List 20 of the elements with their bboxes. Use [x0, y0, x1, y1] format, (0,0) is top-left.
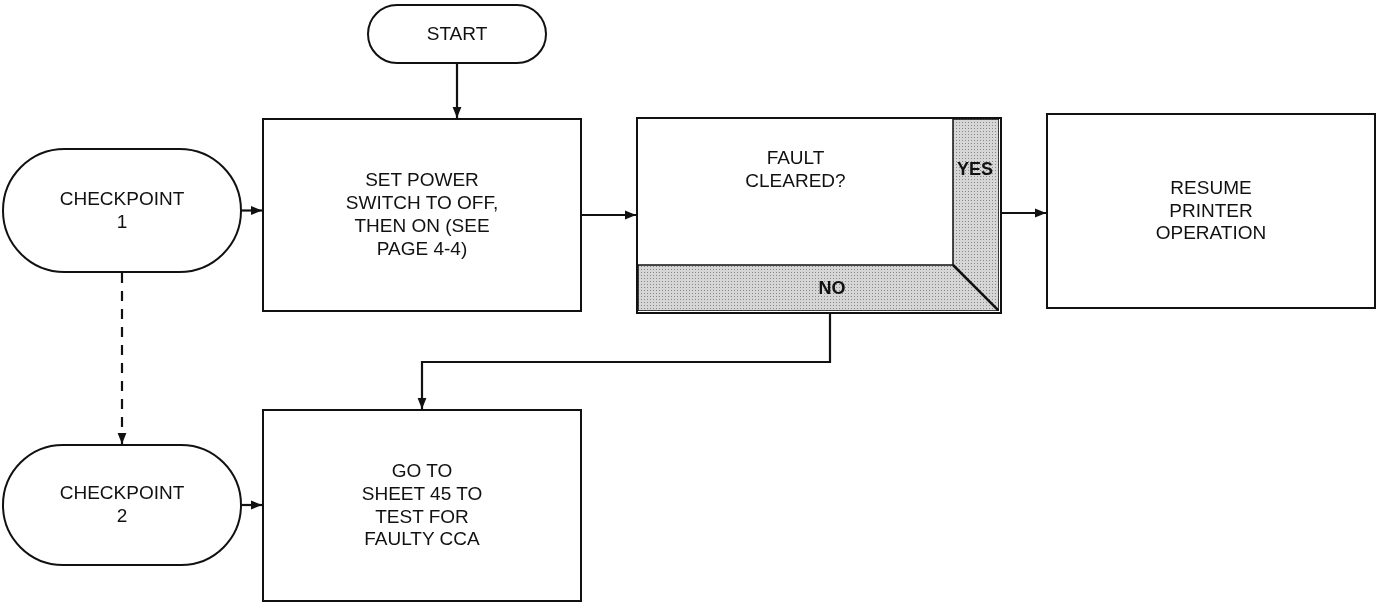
arrow: [242, 206, 262, 215]
branch-label: YES: [957, 159, 994, 180]
arrow: [1002, 208, 1046, 218]
process-box: [1046, 113, 1376, 309]
terminal-pill: [367, 4, 547, 64]
branch-label: NO: [818, 278, 846, 299]
node-text: RESUME PRINTER OPERATION: [1154, 176, 1268, 246]
arrow: [417, 314, 832, 409]
process-box: [262, 118, 582, 312]
arrow: [582, 210, 636, 220]
node-text: START: [425, 22, 489, 46]
node-text: GO TO SHEET 45 TO TEST FOR FAULTY CCA: [360, 459, 484, 552]
node-text: FAULT CLEARED?: [744, 147, 847, 193]
arrow: [452, 64, 462, 118]
node-text: SET POWER SWITCH TO OFF, THEN ON (SEE PAGE 4-4): [344, 169, 500, 261]
arrow: [117, 273, 127, 444]
node-text: CHECKPOINT 1: [58, 187, 186, 234]
arrow: [242, 500, 262, 510]
node-text: CHECKPOINT 2: [58, 482, 186, 528]
process-box: [262, 409, 582, 602]
